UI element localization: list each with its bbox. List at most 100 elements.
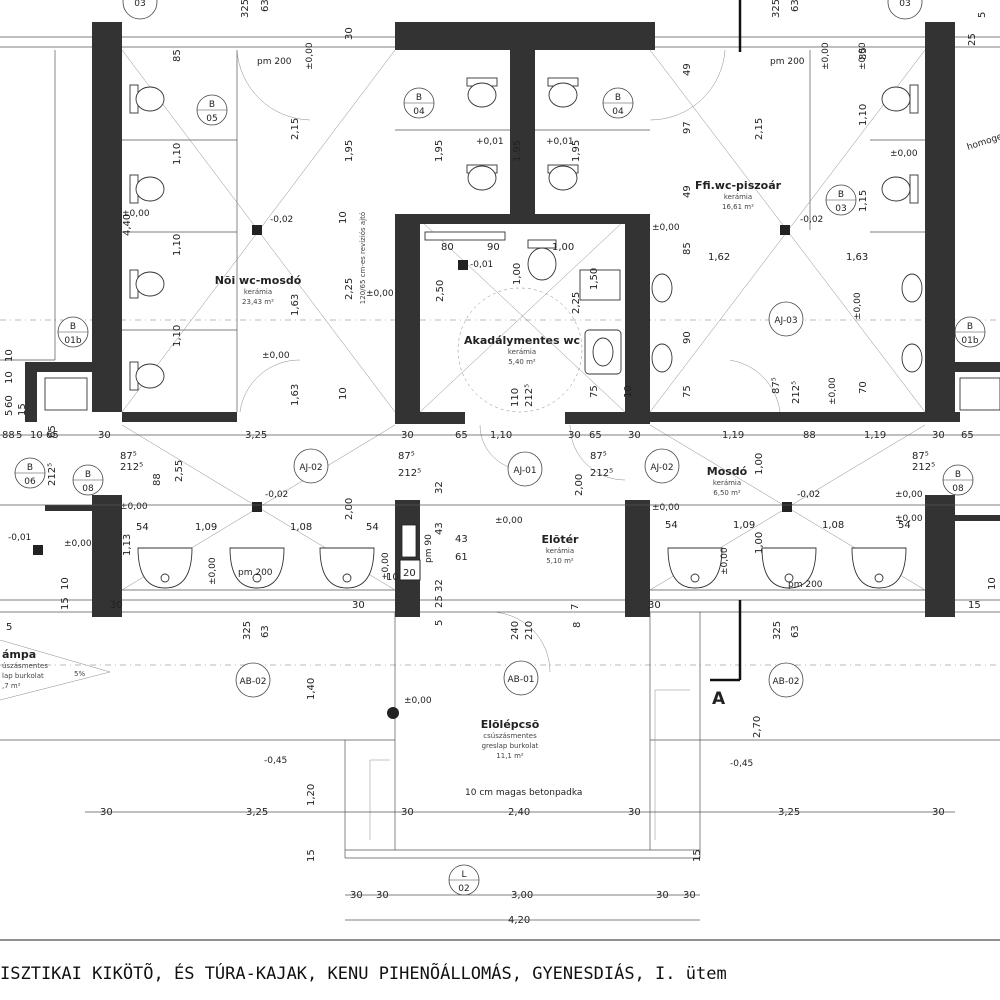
room-material-ramp-1: úszásmentes bbox=[2, 662, 48, 670]
door-tag-label: 03 bbox=[899, 0, 910, 9]
dimension-value: 1,10 bbox=[172, 143, 183, 165]
dimension-value: 7 bbox=[570, 604, 581, 610]
dimension-value: 49 bbox=[682, 63, 693, 76]
dimension-value: 1,95 bbox=[512, 140, 523, 162]
dimension-value: 54 bbox=[665, 520, 678, 531]
dimension-value: 63 bbox=[260, 625, 271, 638]
level-label: ±0,00 bbox=[122, 209, 150, 219]
tag-bottom: 01b bbox=[961, 336, 978, 346]
dimension-value: 10 bbox=[60, 577, 71, 590]
dimension-value: 5 bbox=[434, 620, 445, 626]
level-label: -0,02 bbox=[797, 490, 820, 500]
tag-bottom: 08 bbox=[82, 484, 94, 494]
dimension-value: 1,95 bbox=[344, 140, 355, 162]
revision-door-note: 120/65 cm-es revíziós ajtó bbox=[359, 212, 367, 304]
level-label: ±0,00 bbox=[64, 539, 92, 549]
floor-drain-icon bbox=[252, 502, 262, 512]
level-label: ±0,00 bbox=[366, 289, 394, 299]
dimension-value: 1,08 bbox=[822, 520, 844, 531]
dimension-value: 90 bbox=[682, 331, 693, 344]
dimension-value: 30 bbox=[98, 430, 111, 441]
room-material-women: kerámia bbox=[244, 288, 272, 296]
level-label: ±0,00 bbox=[853, 292, 863, 320]
door-tag-top03b: 03 bbox=[887, 0, 923, 20]
dimension-value: 87⁵ bbox=[771, 377, 782, 394]
dimension-value: 88 bbox=[2, 430, 15, 441]
dimension-value: 1,00 bbox=[552, 242, 574, 253]
level-label: +0,01 bbox=[476, 137, 504, 147]
door-tag-label: AB-02 bbox=[772, 677, 799, 687]
urinal-icon bbox=[901, 273, 923, 303]
tag-b08a: B08 bbox=[72, 464, 104, 496]
dimension-value: 212⁵ bbox=[398, 468, 421, 479]
dimension-value: 2,25 bbox=[571, 292, 582, 314]
room-name-men: Ffi.wc-piszoár bbox=[695, 179, 782, 192]
dimension-value: 1,10 bbox=[172, 234, 183, 256]
dimension-value: 2,70 bbox=[752, 716, 763, 738]
dimension-value: 65 bbox=[46, 430, 59, 441]
section-letter: A bbox=[712, 689, 726, 709]
dimension-value: 3,00 bbox=[511, 890, 533, 901]
urinal-icon bbox=[901, 343, 923, 373]
dimension-value: 10 bbox=[623, 385, 634, 398]
room-area-washroom: 6,50 m² bbox=[713, 489, 741, 497]
level-label: -0,45 bbox=[730, 759, 753, 769]
level-label: ±0,00 bbox=[208, 557, 218, 585]
dimension-value: 30 bbox=[683, 890, 696, 901]
dimension-value: 15 bbox=[60, 597, 71, 610]
room-area-entrance: 11,1 m² bbox=[496, 752, 524, 760]
dimension-value: 15 bbox=[306, 849, 317, 862]
floor-drains bbox=[33, 225, 792, 719]
dimension-value: 210 bbox=[524, 621, 535, 640]
dimension-value: 1,19 bbox=[864, 430, 886, 441]
sink-icon bbox=[44, 377, 88, 411]
tag-bottom: 03 bbox=[835, 204, 846, 214]
door-tag-label: AJ-02 bbox=[299, 463, 322, 473]
level-label: -0,02 bbox=[800, 215, 823, 225]
dimension-value: 87⁵ bbox=[398, 451, 415, 462]
level-label: ±0,00 bbox=[652, 503, 680, 513]
tag-bottom: 08 bbox=[952, 484, 964, 494]
dimension-value: 240 bbox=[510, 621, 521, 640]
dimension-value: 30 bbox=[656, 890, 669, 901]
room-area-women: 23,43 m² bbox=[242, 298, 274, 306]
door-tag-label: AJ-01 bbox=[513, 466, 536, 476]
door-tag-aj02a: AJ-02 bbox=[293, 448, 329, 484]
dimension-value: 2,15 bbox=[754, 118, 765, 140]
floor-drain-icon bbox=[780, 225, 790, 235]
dimension-value: 87⁵ bbox=[912, 451, 929, 462]
dimension-value: 80 bbox=[441, 242, 454, 253]
dimension-value: 1,20 bbox=[306, 784, 317, 806]
door-tag-aj01: AJ-01 bbox=[507, 451, 543, 487]
tag-bottom: 01b bbox=[64, 336, 81, 346]
dimension-value: 4,20 bbox=[508, 915, 530, 926]
section-line-a: A bbox=[710, 0, 742, 709]
dimension-value: 2,55 bbox=[174, 460, 185, 482]
door-swings bbox=[236, 49, 781, 673]
level-label: ±0,00 bbox=[262, 351, 290, 361]
tag-b05: B05 bbox=[196, 94, 228, 126]
toilet-icon bbox=[129, 84, 165, 114]
sanitary-fixtures bbox=[44, 77, 1000, 589]
tag-bottom: 05 bbox=[206, 114, 217, 124]
drawing-title-strip: ISZTIKAI KIKÖTÕ, ÉS TÚRA-KAJAK, KENU PIH… bbox=[0, 962, 727, 984]
door-tag-aj03: AJ-03 bbox=[768, 301, 804, 337]
dimension-value: 87⁵ bbox=[590, 451, 607, 462]
dimension-value: 10 bbox=[338, 387, 349, 400]
room-area-lobby: 5,10 m² bbox=[546, 557, 574, 565]
dimension-value: 88 bbox=[803, 430, 816, 441]
dimension-value: 43 bbox=[455, 534, 468, 545]
room-material-ramp-2: lap burkolat bbox=[2, 672, 44, 680]
dimension-value: 1,08 bbox=[290, 522, 312, 533]
walls bbox=[25, 22, 1000, 617]
dimension-value: 3,25 bbox=[778, 807, 800, 818]
tag-top: B bbox=[27, 463, 33, 473]
room-area-men: 16,61 m² bbox=[722, 203, 754, 211]
room-name-accessible: Akadálymentes wc bbox=[464, 334, 580, 347]
room-area-accessible: 5,40 m² bbox=[508, 358, 536, 366]
dimension-value: 15 bbox=[692, 849, 703, 862]
dimension-value: 325 bbox=[771, 0, 782, 18]
door-tag-label: AJ-02 bbox=[650, 463, 673, 473]
dimension-value: 65 bbox=[47, 425, 58, 438]
